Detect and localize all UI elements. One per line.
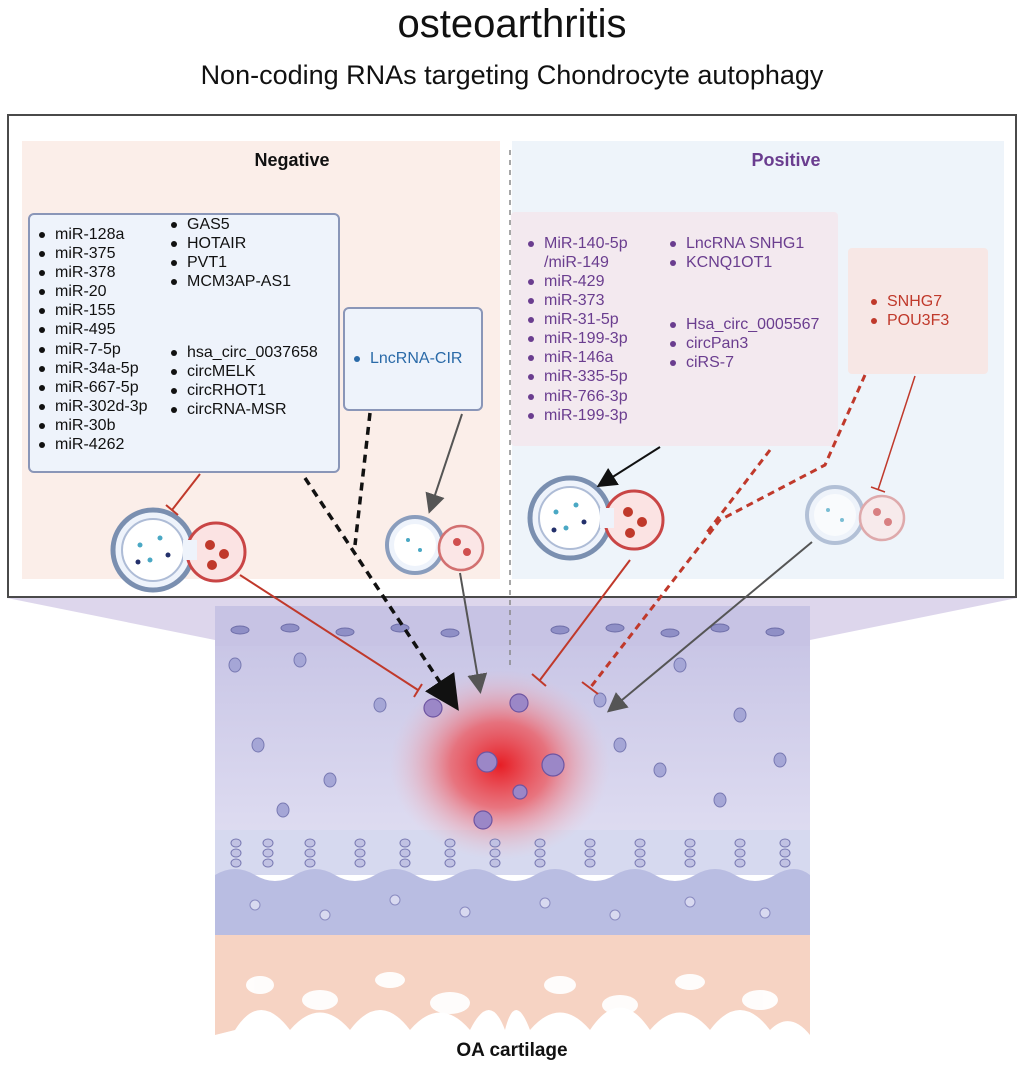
list-item: hsa_circ_0037658 bbox=[168, 343, 318, 362]
arrow-cir-lesion bbox=[459, 572, 488, 694]
list-item: HOTAIR bbox=[168, 234, 291, 253]
negative-title: Negative bbox=[254, 150, 330, 170]
list-item: miR-302d-3p bbox=[36, 397, 147, 416]
dashed-red-pos-box bbox=[703, 449, 772, 536]
arrow-snhg7-lesion bbox=[606, 541, 813, 713]
list-item: miR-146a bbox=[525, 348, 628, 367]
dashed-arrow-neg-box bbox=[303, 477, 459, 711]
list-item: miR-378 bbox=[36, 263, 147, 282]
negative-mirna-box bbox=[28, 213, 340, 473]
inhibition-line-snhg7 bbox=[877, 375, 916, 491]
arrow-pos-icon bbox=[596, 446, 661, 488]
list-item: POU3F3 bbox=[868, 311, 949, 330]
autophagosome-icon-positive bbox=[527, 475, 665, 561]
list-item: miR-335-5p bbox=[525, 367, 628, 386]
list-item: PVT1 bbox=[168, 253, 291, 272]
list-item: miR-429 bbox=[525, 272, 628, 291]
autophagosome-icon-snhg7 bbox=[805, 485, 906, 545]
list-item: MCM3AP-AS1 bbox=[168, 272, 291, 291]
list-item: circRHOT1 bbox=[168, 381, 318, 400]
autophagosome-icon-cir bbox=[385, 515, 485, 575]
subtitle: Non-coding RNAs targeting Chondrocyte au… bbox=[200, 60, 824, 90]
list-item: miR-34a-5p bbox=[36, 359, 147, 378]
list-item: MiR-140-5p bbox=[525, 234, 628, 253]
list-item: miR-375 bbox=[36, 244, 147, 263]
lesion-area bbox=[390, 670, 610, 860]
dashed-red-snhg7 bbox=[588, 374, 867, 689]
tidemark-zone bbox=[215, 869, 810, 935]
positive-mirna-list: MiR-140-5p bbox=[525, 234, 628, 253]
lncrna-cir-box bbox=[343, 307, 483, 411]
snhg7-box bbox=[848, 248, 988, 374]
positive-title: Positive bbox=[751, 150, 821, 170]
list-item: miR-155 bbox=[36, 301, 147, 320]
list-item: LncRNA SNHG1 bbox=[667, 234, 804, 253]
main-title: osteoarthritis bbox=[397, 2, 627, 46]
dashed-line-cir bbox=[353, 412, 372, 546]
list-item: LncRNA-CIR bbox=[351, 349, 462, 368]
list-item: miR-7-5p bbox=[36, 340, 147, 359]
list-item: miR-30b bbox=[36, 416, 147, 435]
list-item: miR-128a bbox=[36, 225, 147, 244]
inhibition-line-neg-box bbox=[171, 473, 201, 511]
list-item: ciRS-7 bbox=[667, 353, 819, 372]
list-item: GAS5 bbox=[168, 215, 291, 234]
list-item: miR-495 bbox=[36, 320, 147, 339]
list-item: miR-4262 bbox=[36, 435, 147, 454]
list-item: miR-667-5p bbox=[36, 378, 147, 397]
list-item: miR-31-5p bbox=[525, 310, 628, 329]
list-item: miR-20 bbox=[36, 282, 147, 301]
inhibition-line-pos-lesion bbox=[539, 559, 631, 681]
arrow-cir-icon bbox=[425, 413, 463, 514]
list-item: miR-199-3p bbox=[525, 406, 628, 425]
list-item: miR-199-3p bbox=[525, 329, 628, 348]
autophagosome-icon-negative bbox=[110, 507, 247, 593]
subchondral-bone bbox=[215, 935, 810, 1035]
list-item: Hsa_circ_0005567 bbox=[667, 315, 819, 334]
list-item: SNHG7 bbox=[868, 292, 949, 311]
positive-ncrna-box bbox=[511, 212, 838, 446]
oa-cartilage-label: OA cartilage bbox=[456, 1040, 568, 1061]
mir-149-continuation: /miR-149 bbox=[544, 254, 609, 271]
list-item: miR-766-3p bbox=[525, 387, 628, 406]
list-item: miR-373 bbox=[525, 291, 628, 310]
list-item: KCNQ1OT1 bbox=[667, 253, 804, 272]
list-item: circMELK bbox=[168, 362, 318, 381]
list-item: circPan3 bbox=[667, 334, 819, 353]
inhibition-line-neg-lesion bbox=[239, 574, 419, 691]
lncrna-cir-list: LncRNA-CIR bbox=[351, 349, 462, 368]
list-item: circRNA-MSR bbox=[168, 400, 318, 419]
